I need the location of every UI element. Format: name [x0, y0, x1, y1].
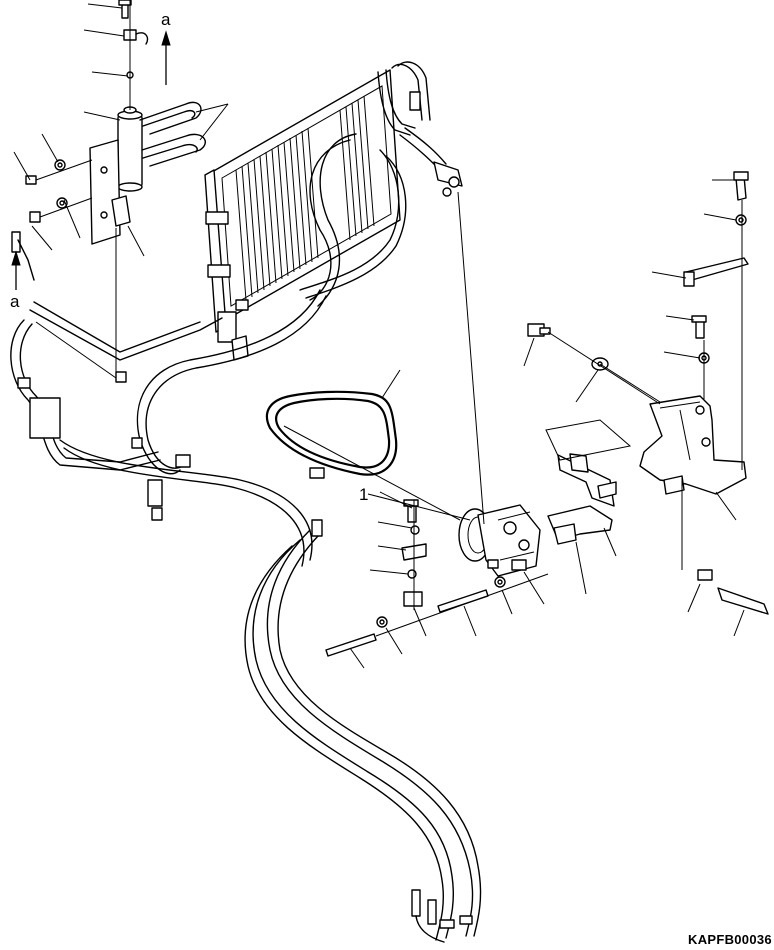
- drawing-code: KAPFB00036: [688, 932, 772, 947]
- drier-top-fittings: a: [118, 0, 171, 110]
- drive-belt: [265, 390, 398, 476]
- ac-compressor: [458, 504, 541, 577]
- stay-rod-hardware: [527, 171, 769, 615]
- mounting-bracket-lower: [547, 505, 613, 545]
- assembly-lines: [35, 191, 661, 525]
- drier-hoses: [139, 101, 206, 167]
- left-ref-arrow: a: [10, 231, 35, 311]
- compressor-bolts: [325, 499, 549, 657]
- bracket-plate: [545, 419, 632, 461]
- ref-label-a-left: a: [10, 292, 20, 311]
- leader-lines: [13, 3, 745, 669]
- mounting-bracket-upper: [557, 453, 617, 507]
- ref-label-a-top: a: [161, 10, 171, 29]
- hose-clamps: [17, 299, 325, 537]
- main-bracket: [639, 395, 747, 495]
- drier-hardware: [25, 159, 93, 223]
- refrigerant-hoses: [10, 133, 482, 943]
- item-number-label: 1: [359, 485, 368, 504]
- condenser-pipes: [377, 61, 463, 197]
- condenser-core: [204, 69, 401, 361]
- receiver-drier: [89, 106, 143, 245]
